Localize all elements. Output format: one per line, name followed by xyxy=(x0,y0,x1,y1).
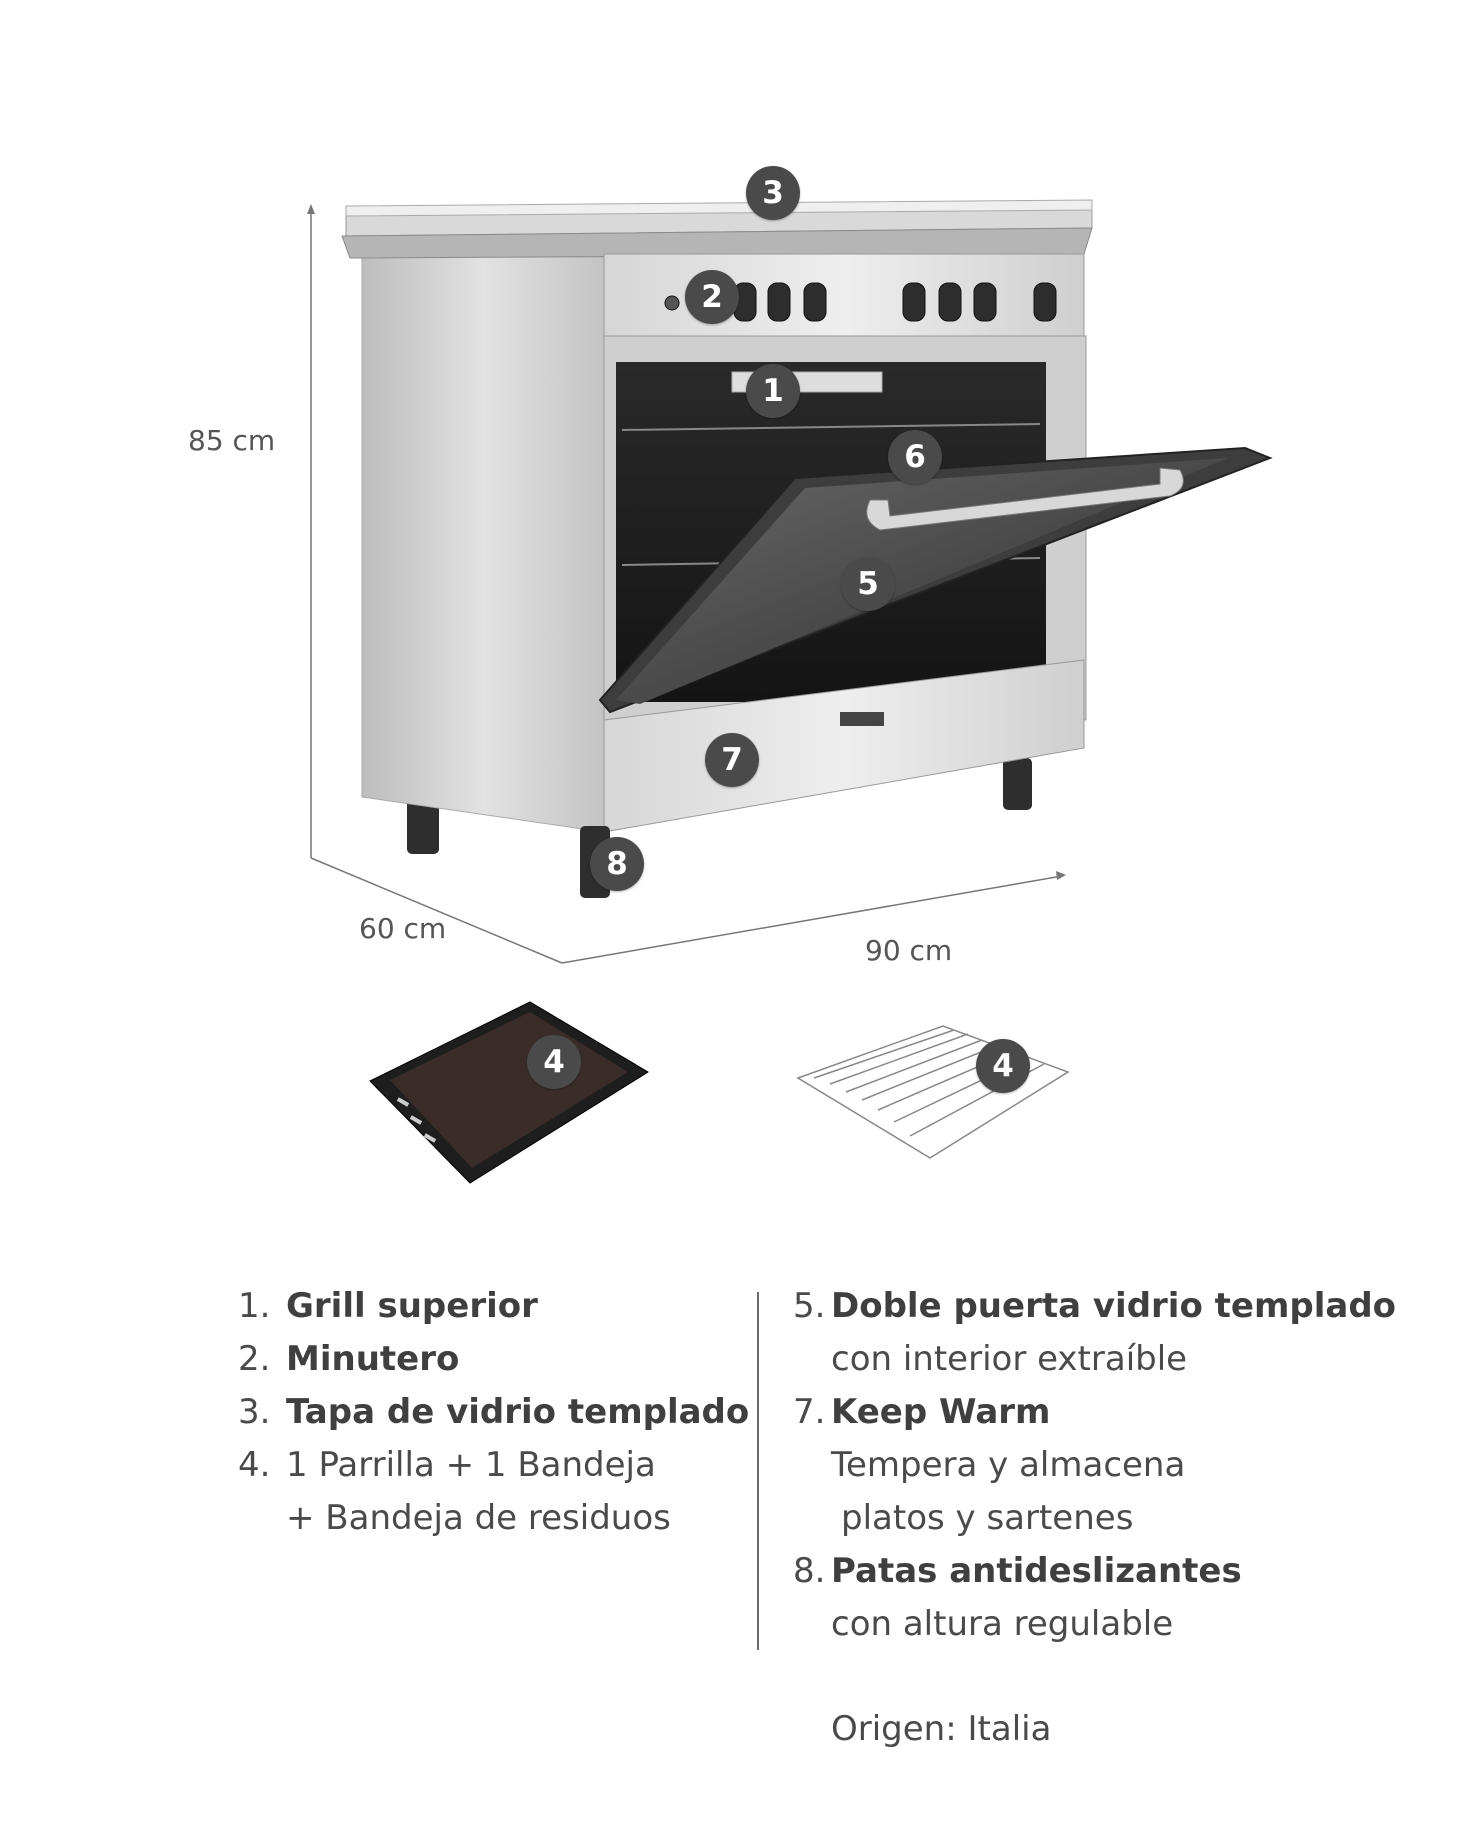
feature-item: 8. Patas antideslizantes xyxy=(793,1545,1396,1598)
wire-rack xyxy=(796,1025,1070,1159)
feature-detail: platos y sartenes xyxy=(841,1498,1134,1538)
feature-title: Patas antideslizantes xyxy=(831,1551,1242,1591)
door-handle xyxy=(866,467,1184,531)
feature-number: 8. xyxy=(793,1551,826,1591)
callout-interior: 6 xyxy=(888,430,942,484)
width-label: 90 cm xyxy=(865,934,953,967)
feature-title: Keep Warm xyxy=(831,1392,1051,1432)
column-divider xyxy=(757,1292,759,1650)
feature-number: 1. xyxy=(238,1286,271,1326)
control-panel xyxy=(603,253,1085,339)
feature-number: 4. xyxy=(238,1445,271,1485)
control-knobs xyxy=(664,282,1057,322)
feature-item: 7. Keep Warm xyxy=(793,1386,1396,1439)
leg-back-right xyxy=(1003,758,1032,810)
baking-tray xyxy=(369,1001,649,1184)
feature-title: Tapa de vidrio templado xyxy=(286,1392,750,1432)
callout-legs: 8 xyxy=(590,837,644,891)
callout-grill: 1 xyxy=(746,364,800,418)
drawer-panel xyxy=(603,659,1085,833)
feature-detail-line: platos y sartenes xyxy=(793,1492,1396,1545)
callout-timer: 2 xyxy=(685,270,739,324)
feature-detail: con interior extraíble xyxy=(831,1339,1188,1379)
height-label: 85 cm xyxy=(188,424,276,457)
feature-detail-line: con altura regulable xyxy=(793,1598,1396,1651)
feature-item: 4. 1 Parrilla + 1 Bandeja xyxy=(238,1439,749,1492)
feature-title: Doble puerta vidrio templado xyxy=(831,1286,1397,1326)
feature-number: 5. xyxy=(793,1286,826,1326)
callout-door: 5 xyxy=(841,557,895,611)
callout-accessory-tray: 4 xyxy=(527,1035,581,1089)
feature-title: Grill superior xyxy=(286,1286,538,1326)
feature-number: 2. xyxy=(238,1339,271,1379)
feature-detail: 1 Parrilla + 1 Bandeja xyxy=(286,1445,656,1485)
feature-title: Minutero xyxy=(286,1339,460,1379)
feature-item: 2. Minutero xyxy=(238,1333,749,1386)
feature-number: 7. xyxy=(793,1392,826,1432)
dimension-lines xyxy=(307,204,1066,964)
feature-number: 3. xyxy=(238,1392,271,1432)
feature-detail: + Bandeja de residuos xyxy=(286,1498,671,1538)
origin-label: Origen: Italia xyxy=(831,1709,1052,1749)
feature-item: 5. Doble puerta vidrio templado xyxy=(793,1280,1396,1333)
features-left: 1. Grill superior 2. Minutero 3. Tapa de… xyxy=(238,1280,749,1545)
depth-label: 60 cm xyxy=(359,912,447,945)
feature-item: 1. Grill superior xyxy=(238,1280,749,1333)
feature-detail: Tempera y almacena xyxy=(831,1445,1186,1485)
side-panel xyxy=(361,255,605,833)
feature-item: 3. Tapa de vidrio templado xyxy=(238,1386,749,1439)
callout-drawer: 7 xyxy=(705,733,759,787)
features-right: 5. Doble puerta vidrio templado con inte… xyxy=(793,1280,1396,1651)
feature-detail-line: Tempera y almacena xyxy=(793,1439,1396,1492)
feature-detail: con altura regulable xyxy=(831,1604,1174,1644)
callout-lid: 3 xyxy=(746,166,800,220)
feature-detail-line: + Bandeja de residuos xyxy=(238,1492,749,1545)
callout-accessory-rack: 4 xyxy=(976,1039,1030,1093)
feature-detail-line: con interior extraíble xyxy=(793,1333,1396,1386)
